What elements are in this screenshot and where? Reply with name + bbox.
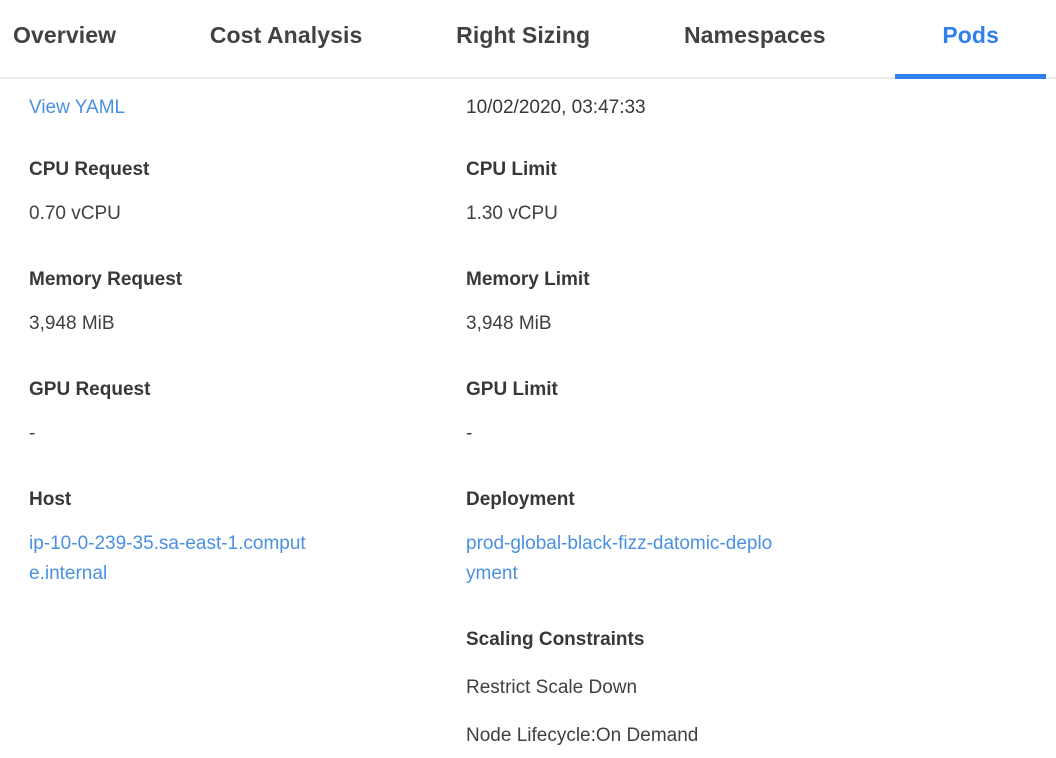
cpu-limit-value: 1.30 vCPU <box>466 203 558 224</box>
field-gpu-limit: GPU Limit - <box>466 379 778 449</box>
pod-details-panel: View YAML CPU Request 0.70 vCPU Memory R… <box>0 79 1056 758</box>
field-memory-request: Memory Request 3,948 MiB <box>29 269 312 339</box>
details-left-column: View YAML CPU Request 0.70 vCPU Memory R… <box>29 97 312 758</box>
tab-pods[interactable]: Pods <box>895 0 1046 79</box>
last-updated-timestamp: 10/02/2020, 03:47:33 <box>466 97 646 118</box>
tab-overview[interactable]: Overview <box>13 22 117 48</box>
gpu-limit-label: GPU Limit <box>466 379 558 400</box>
host-link[interactable]: ip-10-0-239-35.sa-east-1.compute.interna… <box>29 533 306 584</box>
constraint-node-lifecycle: Node Lifecycle:On Demand <box>466 725 699 746</box>
field-cpu-request: CPU Request 0.70 vCPU <box>29 159 312 229</box>
field-scaling-constraints: Scaling Constraints Restrict Scale Down … <box>466 629 778 747</box>
cpu-limit-label: CPU Limit <box>466 159 557 180</box>
deployment-label: Deployment <box>466 489 575 510</box>
details-right-column: 10/02/2020, 03:47:33 CPU Limit 1.30 vCPU… <box>466 97 778 758</box>
tab-right-sizing[interactable]: Right Sizing <box>456 22 591 48</box>
field-host: Host ip-10-0-239-35.sa-east-1.compute.in… <box>29 489 312 589</box>
gpu-request-value: - <box>29 423 36 444</box>
memory-limit-value: 3,948 MiB <box>466 313 552 334</box>
cpu-request-value: 0.70 vCPU <box>29 203 121 224</box>
view-yaml-link[interactable]: View YAML <box>29 97 126 118</box>
tab-namespaces[interactable]: Namespaces <box>683 22 826 48</box>
gpu-limit-value: - <box>466 423 473 444</box>
field-cpu-limit: CPU Limit 1.30 vCPU <box>466 159 778 229</box>
deployment-link[interactable]: prod-global-black-fizz-datomic-deploymen… <box>466 533 773 584</box>
field-deployment: Deployment prod-global-black-fizz-datomi… <box>466 489 778 589</box>
scaling-constraints-label: Scaling Constraints <box>466 629 645 650</box>
cpu-request-label: CPU Request <box>29 159 150 180</box>
memory-request-label: Memory Request <box>29 269 183 290</box>
memory-limit-label: Memory Limit <box>466 269 590 290</box>
gpu-request-label: GPU Request <box>29 379 151 400</box>
tab-bar: Overview Cost Analysis Right Sizing Name… <box>0 0 1056 79</box>
constraint-restrict-scale-down: Restrict Scale Down <box>466 677 638 698</box>
host-label: Host <box>29 489 72 510</box>
memory-request-value: 3,948 MiB <box>29 313 115 334</box>
tab-cost-analysis[interactable]: Cost Analysis <box>209 22 363 48</box>
field-gpu-request: GPU Request - <box>29 379 312 449</box>
field-memory-limit: Memory Limit 3,948 MiB <box>466 269 778 339</box>
